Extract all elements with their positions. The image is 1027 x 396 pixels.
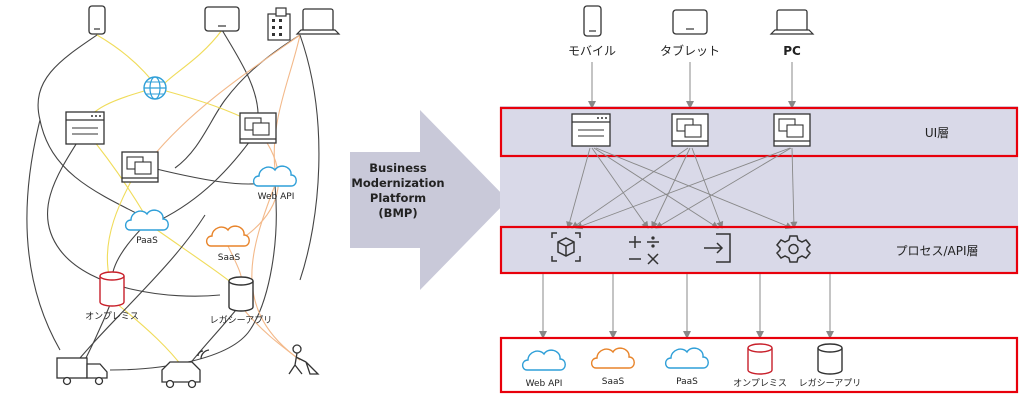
web-api-cloud-icon — [252, 165, 297, 187]
app-screen-icon — [671, 113, 709, 147]
cube-scan-icon — [551, 232, 581, 262]
field-worker-icon — [288, 344, 320, 375]
bmp-architecture: モバイル タブレット PC UI層 — [499, 5, 1019, 394]
saas-cloud-icon — [590, 347, 635, 369]
onprem-label: オンプレミス — [85, 311, 139, 322]
tablet-device-icon — [672, 9, 708, 35]
onprem-database-icon — [747, 343, 773, 375]
office-building-icon — [267, 7, 291, 41]
mobile-label: モバイル — [568, 44, 616, 58]
device-to-ui-arrows — [588, 62, 796, 109]
service-legacy-label: レガシーアプリ — [799, 378, 862, 389]
browser-window-icon — [65, 111, 105, 145]
arrow-text-line1: Business — [369, 161, 427, 175]
arrow-text-line3: Platform — [370, 191, 426, 205]
delivery-truck-icon — [56, 357, 108, 386]
connected-car-icon — [161, 349, 210, 389]
arrow-text-line4: (BMP) — [378, 206, 417, 220]
ui-layer-label: UI層 — [925, 126, 949, 140]
web-api-cloud-icon — [521, 349, 566, 371]
process-api-layer-box — [499, 225, 1019, 275]
legacy-database-icon — [228, 276, 254, 312]
laptop-icon — [769, 9, 815, 35]
service-web-api-label: Web API — [526, 379, 563, 389]
laptop-icon — [295, 8, 341, 35]
globe-icon — [143, 76, 167, 100]
service-saas-label: SaaS — [602, 377, 625, 387]
process-to-service-arrows — [539, 274, 834, 339]
calculator-operators-icon — [629, 236, 659, 265]
pc-label: PC — [783, 44, 801, 58]
gear-icon — [775, 235, 812, 263]
tablet-label: タブレット — [660, 43, 720, 58]
ui-to-process-arrows — [566, 147, 798, 230]
sign-in-icon — [704, 233, 731, 263]
service-paas-label: PaaS — [676, 377, 698, 387]
saas-label: SaaS — [218, 253, 241, 263]
legacy-landscape: Web API PaaS SaaS オンプレミス レガシーアプリ — [26, 5, 341, 389]
process-api-layer-label: プロセス/API層 — [895, 244, 978, 258]
browser-window-icon — [571, 113, 611, 147]
legacy-database-icon — [817, 343, 843, 375]
onprem-database-icon — [99, 271, 125, 307]
app-screen-icon — [239, 112, 277, 144]
tablet-device-icon — [204, 6, 240, 32]
web-api-label: Web API — [258, 192, 295, 202]
paas-cloud-icon — [664, 347, 709, 369]
paas-cloud-icon — [124, 209, 169, 231]
paas-label: PaaS — [136, 236, 158, 246]
legacy-label: レガシーアプリ — [210, 315, 273, 326]
app-screen-icon — [773, 113, 811, 147]
app-screen-icon — [121, 151, 159, 183]
arrow-text-line2: Modernization — [351, 176, 444, 190]
mobile-device-icon — [583, 5, 602, 37]
service-onprem-label: オンプレミス — [733, 378, 787, 389]
backend-services-box — [499, 336, 1019, 394]
ui-layer-box — [499, 106, 1019, 158]
mobile-device-icon — [88, 5, 106, 35]
saas-cloud-icon — [205, 225, 250, 247]
bmp-transform-arrow: Business Modernization Platform (BMP) — [350, 110, 508, 290]
